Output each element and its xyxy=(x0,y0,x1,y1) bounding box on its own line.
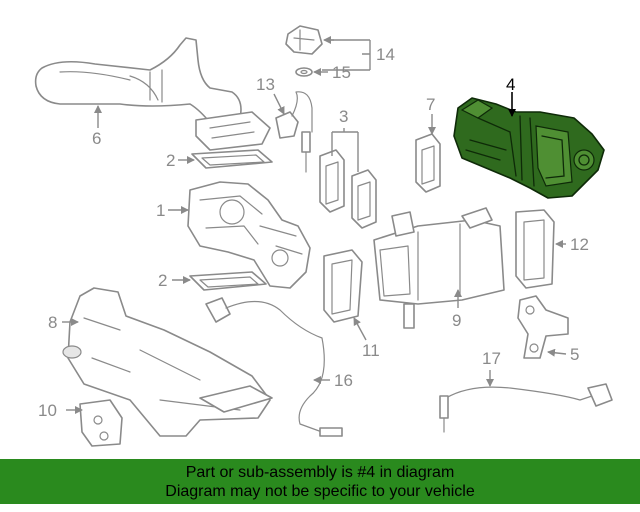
part-3-gaskets[interactable] xyxy=(319,149,377,229)
part-9-egr-cooler[interactable] xyxy=(373,207,505,329)
callout-14: 14 xyxy=(376,45,395,64)
callout-2-upper: 2 xyxy=(166,151,175,170)
part-6-air-tube[interactable] xyxy=(34,37,271,151)
callout-3: 3 xyxy=(339,107,348,126)
parts-diagram: 6 2 1 2 3 14 15 13 7 4 12 9 11 5 8 10 16… xyxy=(34,25,613,447)
callout-12: 12 xyxy=(570,235,589,254)
callout-13: 13 xyxy=(256,75,275,94)
part-8-housing[interactable] xyxy=(62,287,273,437)
banner-line-2: Diagram may not be specific to your vehi… xyxy=(165,482,475,500)
callout-17: 17 xyxy=(482,349,501,368)
part-1-egr-valve[interactable] xyxy=(187,181,311,289)
callout-4: 4 xyxy=(506,75,515,94)
part-7-gasket[interactable] xyxy=(415,133,441,193)
part-4-highlighted-assembly[interactable] xyxy=(453,97,605,199)
callout-5: 5 xyxy=(570,345,579,364)
callout-10: 10 xyxy=(38,401,57,420)
part-13-temp-sensor[interactable] xyxy=(275,91,313,173)
leader-lines xyxy=(62,36,567,414)
part-2-gasket-upper[interactable] xyxy=(191,149,273,169)
info-banner: Part or sub-assembly is #4 in diagram Di… xyxy=(0,459,640,504)
callout-16: 16 xyxy=(334,371,353,390)
part-10-bracket[interactable] xyxy=(79,399,123,447)
callout-2-lower: 2 xyxy=(158,271,167,290)
part-2-gasket-lower[interactable] xyxy=(189,271,267,291)
callout-8: 8 xyxy=(48,313,57,332)
callout-11: 11 xyxy=(362,341,380,360)
callout-labels: 6 2 1 2 3 14 15 13 7 4 12 9 11 5 8 10 16… xyxy=(38,45,589,420)
callout-1: 1 xyxy=(156,201,165,220)
callout-9: 9 xyxy=(452,311,461,330)
callout-7: 7 xyxy=(426,95,435,114)
part-15-washer[interactable] xyxy=(295,67,313,77)
part-17-sensor[interactable] xyxy=(439,383,613,433)
part-11-gasket[interactable] xyxy=(323,249,363,323)
banner-line-1: Part or sub-assembly is #4 in diagram xyxy=(185,463,455,481)
part-5-bracket[interactable] xyxy=(517,295,569,359)
part-12-gasket[interactable] xyxy=(515,209,555,289)
part-14-sensor[interactable] xyxy=(285,25,323,55)
callout-6: 6 xyxy=(92,129,101,148)
callout-15: 15 xyxy=(332,63,351,82)
part-16-sensor[interactable] xyxy=(205,297,343,437)
